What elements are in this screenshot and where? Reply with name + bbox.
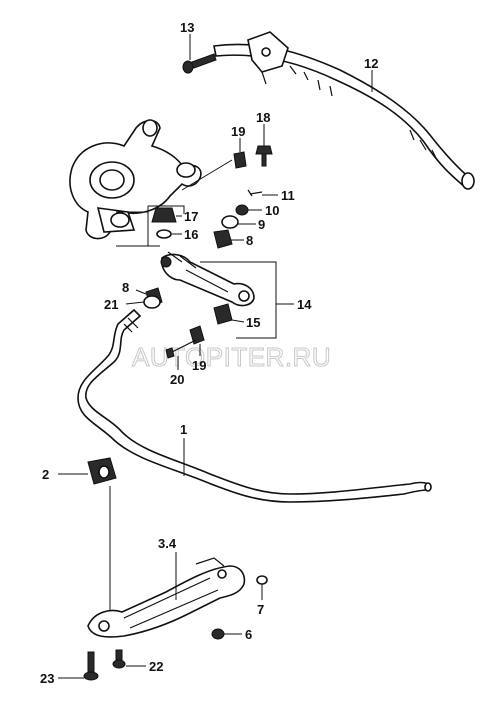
callout-17: 17 [184,209,198,224]
part-16-washer [156,229,172,239]
part-18-bolt [255,145,273,167]
part-2-bushing [87,457,117,485]
leader-8b [135,289,147,295]
callout-16: 16 [184,227,198,242]
callout-3-4: 3.4 [158,536,177,551]
part-14-link-arm [160,251,255,307]
part-11-pin [247,189,263,197]
steering-knuckle [69,119,202,240]
callout-1: 1 [180,422,187,437]
callout-10: 10 [265,203,279,218]
callout-18: 18 [256,110,270,125]
callout-13: 13 [180,20,194,35]
part-3-4-control-arm [87,557,246,638]
leader-21 [125,301,145,305]
callout-21: 21 [104,297,118,312]
part-19-nut-lower [189,325,205,345]
callout-8-lower: 8 [122,280,129,295]
part-13-bolt [182,53,217,74]
part-1-stabilizer-bar [77,308,432,503]
callout-11: 11 [281,188,295,203]
part-8-bushing-upper [213,229,233,249]
callout-22: 22 [149,659,163,674]
callout-12: 12 [364,56,378,71]
part-15-bushing [213,303,233,325]
part-6-nut [211,628,225,640]
part-21-washer [143,295,161,309]
part-17-bushing [151,207,177,223]
callout-19-upper: 19 [231,124,245,139]
part-12-bar [213,31,475,190]
part-22-bolt [112,649,126,669]
callout-2: 2 [42,467,49,482]
callout-19-lower: 19 [192,358,206,373]
part-7-nut [256,575,268,585]
part-23-bolt [83,651,99,681]
part-10-washer [235,204,249,216]
callout-15: 15 [246,315,260,330]
part-20-bolt [165,339,197,359]
part-9-washer [221,215,239,229]
watermark-text: AUTOPITER.RU [132,342,331,372]
callout-20: 20 [170,372,184,387]
callout-9: 9 [258,217,265,232]
leader-15 [231,319,245,323]
callout-7: 7 [257,602,264,617]
callout-14: 14 [297,297,312,312]
callout-23: 23 [40,671,54,686]
part-19-nut-upper [233,151,247,169]
callout-8-upper: 8 [246,233,253,248]
callout-6: 6 [245,627,252,642]
